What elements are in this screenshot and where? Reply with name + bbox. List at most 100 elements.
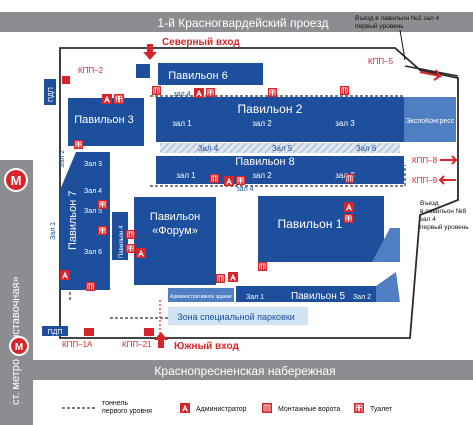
legend-admin-icon (180, 403, 190, 413)
gate-icon (345, 174, 354, 183)
pavilion-3-label: Павильон 3 (74, 114, 134, 126)
gate-icon (258, 262, 267, 271)
entry-note-pav2-arrow (399, 29, 406, 61)
legend-gate-label: Монтажные ворота (278, 406, 340, 413)
kpp-9-arrow (438, 175, 456, 185)
pav5-hall-1: Зал 1 (246, 294, 264, 301)
kpp-5-label: КПП–5 (368, 57, 394, 66)
legend-tunnel-label-2: первого уровня (102, 408, 152, 415)
toilet-icon (268, 88, 277, 97)
entry-note-pav2-2: первый уровень (355, 22, 404, 30)
kpp-21-label: КПП–21 (122, 340, 152, 349)
pav7-hall-6: Зал 6 (84, 249, 102, 256)
hall-label: Зал 5 (272, 144, 293, 153)
entry-ramp-pav2 (404, 65, 459, 77)
pav8-hall-1: зал 1 (176, 171, 196, 180)
pav5-hall-2: Зал 2 (353, 294, 371, 301)
gate-icon (86, 282, 95, 291)
gate-icon (216, 274, 225, 283)
toilet-icon (344, 214, 353, 223)
kpp-9-label: КПП–9 (412, 176, 438, 185)
toilet-icon (74, 140, 83, 149)
entry-note-pav2-1: Въезд в павильон №2 зал 4 (355, 15, 440, 22)
pavilion-6-annex (136, 64, 150, 78)
toilet-icon (114, 94, 124, 104)
pavilion-8-label: Павильон 8 (235, 156, 295, 168)
gate-icon (152, 86, 161, 95)
pavilion-6[interactable] (158, 63, 263, 85)
admin-building[interactable] (168, 288, 234, 302)
entry-note-pav8-1: Въезд (420, 200, 439, 207)
pavilion-forum[interactable] (134, 197, 216, 285)
street-bottom-label: Краснопресненская набережная (154, 364, 335, 378)
expocongress-label: ЭкспоКонгресс (406, 118, 455, 125)
pav7-hall-5: Зал 5 (84, 208, 102, 215)
pavilion-1[interactable] (258, 196, 384, 262)
left-road (0, 160, 33, 425)
legend-admin-label: Администратор (196, 406, 247, 413)
pdp-bottom-label: ПДП (48, 329, 63, 336)
pavilion-2[interactable] (156, 97, 404, 142)
legend-gate-icon (262, 403, 272, 413)
pavilion-4[interactable] (112, 212, 128, 260)
gate-icon (126, 230, 135, 239)
svg-text:M: M (11, 173, 22, 188)
kpp-21-gate (144, 328, 154, 336)
kpp-8-arrow (440, 155, 458, 165)
special-parking-label: Зона специальной парковки (177, 312, 295, 322)
north-entrance-arrow (143, 44, 157, 60)
kpp-8-label: КПП–8 (412, 156, 438, 165)
pavilion-3[interactable] (68, 98, 144, 146)
kpp-1a-label: КПП–1А (62, 340, 93, 349)
territory-fence (59, 47, 459, 339)
pav7-hall-3: Зал 3 (84, 161, 102, 168)
north-entrance-label: Северный вход (162, 37, 240, 48)
pav7-hall-1: Зал 1 (50, 222, 57, 240)
legend-tunnel-label-1: тоннель (102, 400, 128, 407)
expocongress[interactable] (404, 97, 456, 142)
pav8-hall-2: зал 2 (252, 171, 272, 180)
toilet-icon (98, 226, 107, 235)
legend-toilet-label: Туалет (370, 406, 393, 413)
pavilion-5-annex (376, 272, 400, 302)
pavilion-6-label: Павильон 6 (168, 70, 228, 82)
toilet-icon (236, 176, 245, 185)
pavilion-5[interactable] (236, 286, 376, 302)
hatched-strip (160, 143, 400, 153)
south-entrance-label: Южный вход (174, 341, 239, 352)
pav2-hall-4: зал 4 (173, 91, 190, 98)
tunnel-line (69, 95, 406, 319)
top-road (0, 12, 473, 32)
pavilion-7[interactable] (60, 152, 110, 290)
toilet-icon (98, 200, 107, 209)
metro-icon: M (4, 168, 28, 192)
admin-icon (224, 176, 234, 186)
street-top-label: 1-й Красногвардейский проезд (158, 16, 329, 30)
pavilion-4-label: Павильон 4 (119, 225, 125, 258)
svg-text:M: M (15, 342, 23, 353)
entry-note-pav8-3: зал 4 (420, 216, 436, 223)
gate-icon (340, 86, 349, 95)
toilet-icon (126, 244, 135, 253)
hall-label: Зал 4 (198, 144, 219, 153)
toilet-icon (206, 88, 215, 97)
pavilion-1-label: Павильон 1 (278, 217, 343, 231)
forum-label-1: Павильон (150, 211, 200, 223)
special-parking-zone[interactable] (168, 307, 308, 325)
admin-icon (344, 202, 354, 212)
admin-building-label: Административное здание (170, 294, 232, 300)
pavilion-5-label: Павильон 5 (291, 291, 346, 302)
pav7-hall-4: Зал 4 (84, 188, 102, 195)
pavilion-1-ramp (372, 228, 400, 262)
admin-icon (60, 270, 70, 280)
kpp-5-arrow (419, 69, 443, 81)
pav2-hall-3: зал 3 (335, 119, 355, 128)
south-entrance-arrow (154, 332, 168, 348)
pav2-hall-2: зал 2 (252, 119, 272, 128)
pavilion-8[interactable] (156, 156, 404, 184)
metro-icon: M (9, 336, 29, 356)
pav2-hall-1: зал 1 (172, 119, 192, 128)
entry-note-pav8-4: первый уровень (420, 223, 469, 231)
admin-icon (228, 272, 238, 282)
pavilion-7-label: Павильон 7 (67, 190, 79, 250)
